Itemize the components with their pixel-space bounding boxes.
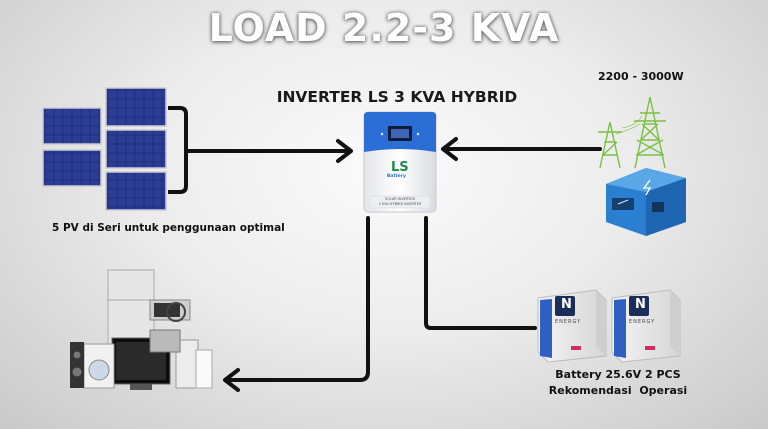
battery-unit <box>537 289 607 363</box>
battery-caption-line2: Rekomendasi Operasi <box>548 384 688 397</box>
home-appliances <box>70 269 213 390</box>
grid-to-inverter-arrow <box>441 137 602 161</box>
battery-caption-line1: Battery 25.6V 2 PCS <box>555 368 681 381</box>
inverter-to-load-arrow <box>223 216 370 392</box>
inverter-panel-subtext: 3 KVA HYBRID INVERTER <box>378 202 422 206</box>
solar-panel <box>105 87 167 127</box>
battery-brand-text: ENERGY <box>629 319 656 325</box>
refrigerator <box>107 269 155 351</box>
flow-arrows <box>186 137 602 392</box>
inverter-panel-text: SOLAR INVERTER <box>384 197 416 201</box>
power-tower <box>598 96 666 169</box>
pv-caption: 5 PV di Seri untuk penggunaan optimal <box>52 222 285 234</box>
solar-panel <box>105 129 167 169</box>
inverter-brand-text: Battery <box>387 174 406 179</box>
page-title: LOAD 2.2-3 KVA <box>208 6 560 50</box>
battery-brand-letter: N <box>561 297 572 312</box>
battery-brand-letter: N <box>635 297 646 312</box>
solar-panel-array <box>42 87 188 211</box>
solar-panel <box>42 149 102 187</box>
oven <box>149 329 181 353</box>
pv-series-bracket <box>168 106 188 194</box>
battery-unit <box>611 289 681 363</box>
inverter-to-battery-line <box>424 216 537 330</box>
solar-panel <box>105 171 167 211</box>
battery-brand-text: ENERGY <box>555 319 582 325</box>
pv-to-inverter-arrow <box>186 139 353 163</box>
generator <box>606 168 686 236</box>
battery-caption: Battery 25.6V 2 PCS Rekomendasi Operasi <box>528 367 708 399</box>
speaker <box>70 342 84 388</box>
inverter-title: INVERTER LS 3 KVA HYBRID <box>276 88 518 106</box>
solar-panel <box>42 107 102 145</box>
inverter-unit <box>363 111 437 213</box>
grid-power-range: 2200 - 3000W <box>598 70 684 83</box>
inverter-logo: LS <box>391 160 409 175</box>
